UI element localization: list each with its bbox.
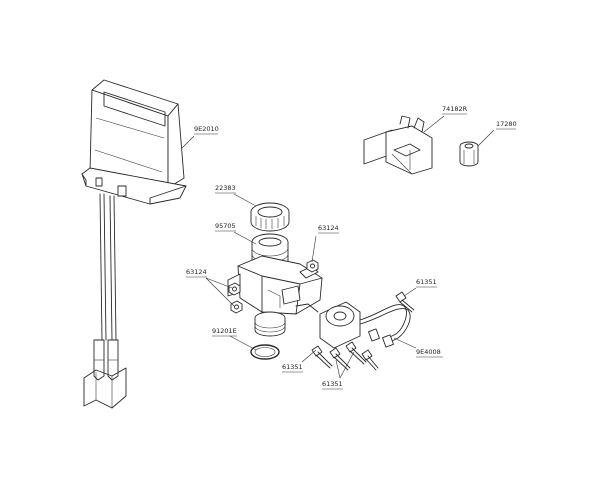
- wire-harness-part: [359, 304, 411, 348]
- cover-housing-part: [81, 79, 187, 409]
- part-number-74182R: 74182R: [442, 105, 468, 113]
- nut-ring-part: [250, 202, 290, 232]
- label-9E2010[interactable]: 9E2010: [194, 125, 219, 135]
- part-number-91201E: 91201E: [212, 327, 237, 335]
- part-number-61351-bottom-left: 61351: [282, 363, 303, 371]
- part-number-61351-bottom: 61351: [322, 380, 343, 388]
- nut-63124-c: [230, 300, 243, 314]
- part-number-22383: 22383: [215, 184, 236, 192]
- part-number-63124-top: 63124: [318, 224, 339, 232]
- cylinder-part: [459, 141, 479, 167]
- screw-61351-b: [311, 345, 333, 369]
- part-number-17280: 17280: [496, 120, 517, 128]
- label-61351-bottom-left[interactable]: 61351: [282, 363, 303, 373]
- nut-63124-b: [228, 282, 241, 296]
- screw-61351-a: [395, 291, 415, 313]
- o-ring-part: [250, 344, 280, 360]
- label-91201E[interactable]: 91201E: [212, 327, 237, 337]
- label-61351-right[interactable]: 61351: [416, 278, 437, 288]
- screw-61351-d: [345, 341, 367, 365]
- label-61351-bottom[interactable]: 61351: [322, 380, 343, 390]
- part-number-63124-left: 63124: [186, 268, 207, 276]
- label-9E4008[interactable]: 9E4008: [416, 348, 443, 358]
- nut-63124-a: [306, 259, 319, 273]
- label-63124-left[interactable]: 63124: [186, 268, 207, 278]
- label-63124-top[interactable]: 63124: [318, 224, 339, 234]
- part-number-95705: 95705: [215, 222, 236, 230]
- screw-61351-e: [361, 349, 379, 371]
- leader-lines: [181, 115, 495, 379]
- part-number-9E4008: 9E4008: [416, 348, 441, 356]
- bracket-part: [363, 115, 433, 175]
- label-95705[interactable]: 95705: [215, 222, 236, 232]
- screw-61351-c: [329, 347, 351, 371]
- valve-body-part: [227, 233, 361, 349]
- label-74182R[interactable]: 74182R: [442, 105, 468, 115]
- label-22383[interactable]: 22383: [215, 184, 236, 194]
- part-number-61351-right: 61351: [416, 278, 437, 286]
- label-17280[interactable]: 17280: [496, 120, 517, 130]
- part-number-9E2010: 9E2010: [194, 125, 219, 133]
